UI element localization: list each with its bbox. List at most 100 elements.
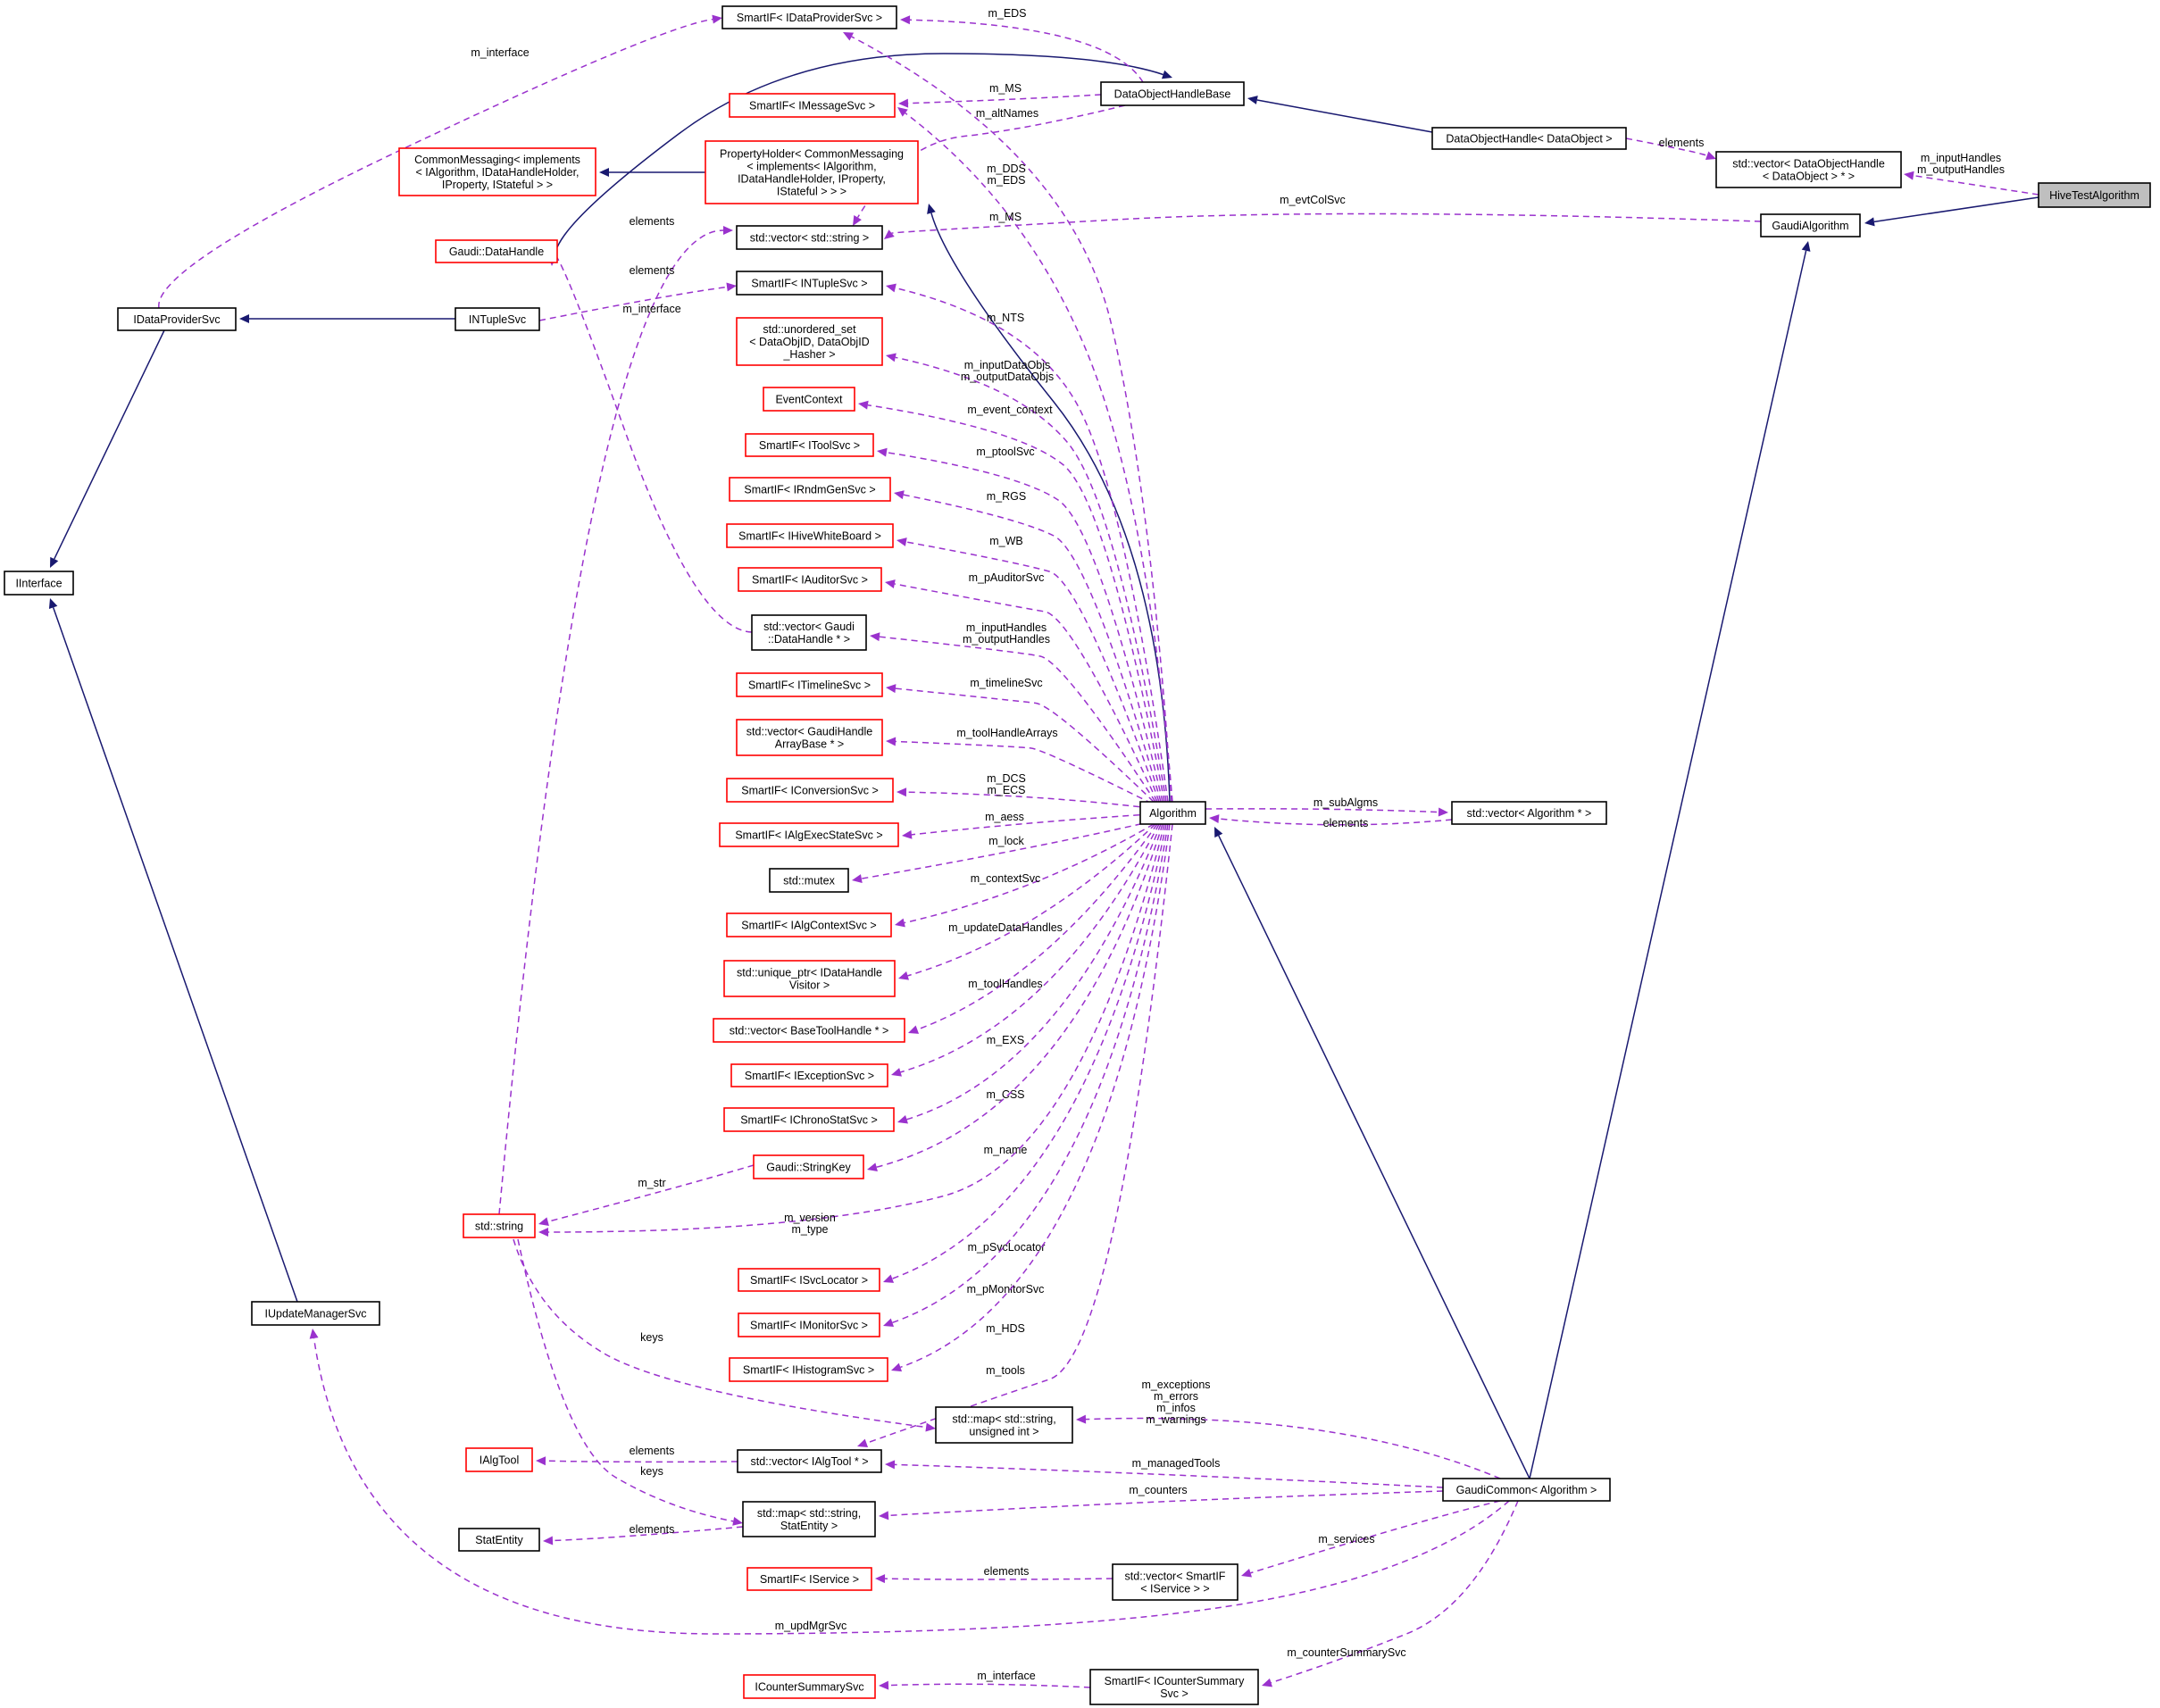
edge-idata-provider-svc-to-smart-ifdata-provider-svc: m_interface [158, 14, 722, 309]
class-node-gaudi-common[interactable]: GaudiCommon< Algorithm > [1442, 1478, 1611, 1502]
edge-label: m_pSvcLocator [968, 1241, 1046, 1254]
arrowhead-icon [1864, 217, 1875, 227]
edge-line [867, 404, 1165, 803]
node-label: CommonMessaging< implements [414, 154, 580, 166]
class-node-vec-smart-ifservice[interactable]: std::vector< SmartIF< IService > > [1112, 1563, 1238, 1601]
class-node-smart-ifalg-exec-state-svc[interactable]: SmartIF< IAlgExecStateSvc > [719, 822, 899, 847]
class-node-hive-test-algorithm[interactable]: HiveTestAlgorithm [2038, 182, 2151, 208]
arrowhead-icon [726, 282, 737, 292]
edge-algorithm-to-vec-ialg-tool: m_tools [857, 823, 1173, 1448]
edge-label: m_inputDataObjs [964, 359, 1051, 371]
class-node-algorithm[interactable]: Algorithm [1139, 801, 1206, 825]
class-node-ialg-tool[interactable]: IAlgTool [465, 1447, 533, 1472]
class-node-smart-ifsvc-locator[interactable]: SmartIF< ISvcLocator > [738, 1268, 880, 1292]
class-node-stat-entity[interactable]: StatEntity [458, 1528, 540, 1552]
class-node-smart-ifconversion-svc[interactable]: SmartIF< IConversionSvc > [726, 778, 894, 803]
edge-gaudi-common-to-map-string-stat-entity: m_counters [879, 1484, 1444, 1521]
edge-label: m_lock [988, 835, 1024, 847]
class-node-smart-ifexception-svc[interactable]: SmartIF< IExceptionSvc > [730, 1063, 888, 1087]
edge-label: elements [1323, 817, 1369, 829]
edge-std-string-to-vec-string: elements [498, 215, 733, 1215]
class-node-common-messaging[interactable]: CommonMessaging< implements< IAlgorithm,… [398, 147, 596, 196]
edge-data-object-handle-base-to-data-object-handle [1247, 96, 1433, 133]
node-box [738, 567, 882, 592]
class-node-intuple-svc[interactable]: INTupleSvc [455, 307, 540, 331]
node-label: SmartIF< IExceptionSvc > [745, 1070, 874, 1082]
arrowhead-icon [1801, 241, 1811, 252]
class-node-smart-ifcounter-summary-svc[interactable]: SmartIF< ICounterSummarySvc > [1089, 1669, 1259, 1705]
class-node-mutex[interactable]: std::mutex [769, 868, 849, 893]
class-node-smart-ifhive-white-board[interactable]: SmartIF< IHiveWhiteBoard > [726, 523, 894, 548]
edge-line [906, 823, 1162, 1121]
edge-label: m_counterSummarySvc [1287, 1646, 1405, 1659]
class-node-smart-ifalg-context-svc[interactable]: SmartIF< IAlgContextSvc > [726, 912, 892, 937]
arrowhead-icon [897, 107, 908, 117]
class-node-data-object-handle-base[interactable]: DataObjectHandleBase [1100, 81, 1245, 106]
class-node-smart-ifmonitor-svc[interactable]: SmartIF< IMonitorSvc > [738, 1312, 880, 1337]
arrowhead-icon [1241, 1568, 1252, 1578]
arrowhead-icon [853, 214, 862, 226]
node-box [726, 523, 894, 548]
class-node-iinterface[interactable]: IInterface [4, 571, 74, 596]
node-label: std::vector< GaudiHandle [746, 726, 872, 738]
edge-label: elements [630, 1445, 675, 1457]
node-label: std::vector< BaseToolHandle * > [730, 1025, 889, 1037]
class-node-smart-ifchrono-stat-svc[interactable]: SmartIF< IChronoStatSvc > [723, 1107, 895, 1132]
edge-iinterface-to-iupdate-manager-svc [48, 598, 298, 1303]
edge-string-key-to-std-string: m_str [538, 1164, 755, 1227]
class-node-vec-algorithm[interactable]: std::vector< Algorithm * > [1451, 801, 1607, 825]
class-node-string-key[interactable]: Gaudi::StringKey [753, 1154, 864, 1179]
class-node-icounter-summary-svc[interactable]: ICounterSummarySvc [743, 1674, 876, 1699]
node-label: < implements< IAlgorithm, [746, 161, 876, 173]
class-node-vec-base-tool-handle[interactable]: std::vector< BaseToolHandle * > [713, 1018, 905, 1043]
node-label: SmartIF< IConversionSvc > [741, 785, 879, 797]
node-label: SmartIF< IChronoStatSvc > [740, 1114, 878, 1127]
class-node-vec-gaudi-data-handle[interactable]: std::vector< Gaudi::DataHandle * > [751, 614, 867, 651]
node-box [398, 147, 596, 196]
arrowhead-icon [894, 490, 905, 500]
class-node-property-holder[interactable]: PropertyHolder< CommonMessaging< impleme… [705, 140, 919, 204]
class-node-smart-ifrndm-gen-svc[interactable]: SmartIF< IRndmGenSvc > [729, 477, 891, 502]
arrowhead-icon [309, 1329, 319, 1339]
class-node-smart-ifauditor-svc[interactable]: SmartIF< IAuditorSvc > [738, 567, 882, 592]
class-node-idata-provider-svc[interactable]: IDataProviderSvc [117, 307, 237, 331]
class-node-smart-iftool-svc[interactable]: SmartIF< IToolSvc > [745, 433, 874, 457]
class-node-vec-data-object-handle[interactable]: std::vector< DataObjectHandle< DataObjec… [1715, 151, 1902, 188]
node-label: std::vector< std::string > [750, 232, 869, 245]
class-node-gaudi-algorithm[interactable]: GaudiAlgorithm [1760, 213, 1861, 237]
edge-line [888, 1683, 1091, 1688]
edge-label: elements [630, 264, 675, 277]
edge-label: m_type [792, 1223, 829, 1236]
edge-label: m_warnings [1146, 1413, 1205, 1426]
edge-label: m_DCS [987, 772, 1026, 785]
class-node-vec-string[interactable]: std::vector< std::string > [736, 225, 883, 250]
class-node-event-context[interactable]: EventContext [763, 387, 855, 412]
node-box [463, 1213, 536, 1238]
class-node-vec-ialg-tool[interactable]: std::vector< IAlgTool * > [737, 1449, 882, 1473]
edge-label: m_updMgrSvc [775, 1620, 847, 1632]
arrowhead-icon [897, 787, 907, 797]
class-node-smart-ifmessage-svc[interactable]: SmartIF< IMessageSvc > [729, 93, 896, 118]
edge-label: elements [630, 215, 675, 228]
class-node-data-object-handle[interactable]: DataObjectHandle< DataObject > [1431, 127, 1627, 150]
class-node-smart-ifdata-provider-svc[interactable]: SmartIF< IDataProviderSvc > [721, 5, 897, 29]
class-node-smart-ifntuple-svc[interactable]: SmartIF< INTupleSvc > [736, 271, 883, 296]
edge-label: m_timelineSvc [970, 677, 1042, 689]
class-node-smart-iftimeline-svc[interactable]: SmartIF< ITimelineSvc > [736, 672, 883, 697]
class-node-unordered-set[interactable]: std::unordered_set< DataObjID, DataObjID… [736, 317, 883, 366]
class-node-map-string-uint[interactable]: std::map< std::string,unsigned int > [935, 1406, 1073, 1444]
edge-label: m_RGS [987, 490, 1026, 503]
node-label: ICounterSummarySvc [755, 1681, 863, 1694]
class-node-map-string-stat-entity[interactable]: std::map< std::string,StatEntity > [742, 1501, 876, 1537]
node-box [1100, 81, 1245, 106]
class-node-iupdate-manager-svc[interactable]: IUpdateManagerSvc [251, 1301, 380, 1326]
class-node-std-string[interactable]: std::string [463, 1213, 536, 1238]
class-node-smart-ifservice[interactable]: SmartIF< IService > [746, 1567, 872, 1591]
class-node-gaudi-data-handle[interactable]: Gaudi::DataHandle [435, 239, 558, 263]
node-label: IDataHandleHolder, IProperty, [738, 173, 886, 186]
arrowhead-icon [902, 829, 913, 839]
class-node-smart-ifhistogram-svc[interactable]: SmartIF< IHistogramSvc > [729, 1357, 888, 1382]
edge-label: elements [1659, 137, 1705, 149]
